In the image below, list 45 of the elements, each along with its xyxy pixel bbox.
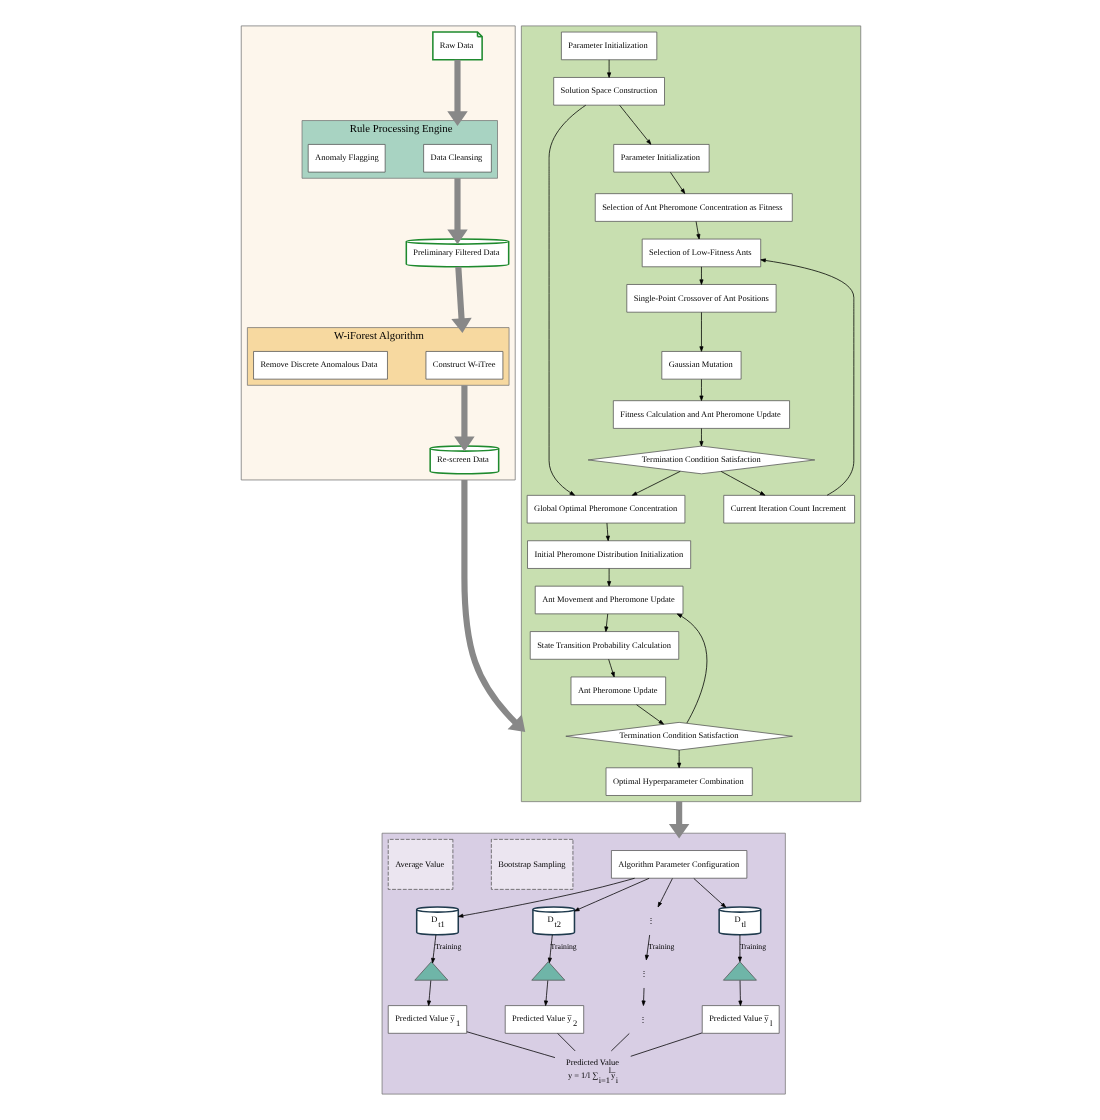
arrow xyxy=(543,980,548,1006)
arrow xyxy=(573,877,649,912)
arrow xyxy=(604,522,609,542)
arrow xyxy=(606,568,611,587)
arrow xyxy=(446,59,467,126)
arrow xyxy=(426,980,431,1006)
arrow xyxy=(460,479,525,732)
arrow xyxy=(450,266,471,333)
arrow xyxy=(643,934,650,961)
cluster xyxy=(380,832,785,1095)
arrow xyxy=(694,221,700,240)
node-tree xyxy=(413,961,448,981)
node-tree xyxy=(530,961,565,981)
arrow xyxy=(675,613,707,724)
arrow xyxy=(736,934,741,962)
arrow xyxy=(618,104,651,145)
arrow xyxy=(698,311,703,352)
cluster xyxy=(239,25,515,481)
connector xyxy=(629,1032,702,1057)
arrow xyxy=(547,104,586,496)
connector xyxy=(465,1031,555,1058)
arrow xyxy=(719,471,765,496)
arrow xyxy=(698,378,703,401)
arrow xyxy=(607,658,614,678)
arrow xyxy=(656,878,672,908)
arrow xyxy=(603,613,608,632)
arrow xyxy=(692,878,726,908)
arrow xyxy=(453,385,474,452)
arrow xyxy=(546,934,552,964)
arrow xyxy=(430,934,436,964)
arrow xyxy=(606,59,611,78)
arrow xyxy=(737,980,742,1006)
arrow xyxy=(698,266,703,285)
node-tree xyxy=(722,961,756,981)
arrow xyxy=(635,704,663,725)
arrow xyxy=(759,258,854,496)
arrow xyxy=(640,987,645,1006)
cluster xyxy=(520,25,861,803)
arrow xyxy=(446,178,467,245)
arrow xyxy=(456,877,634,918)
arrow xyxy=(630,470,680,496)
arrow xyxy=(669,171,685,194)
arrow xyxy=(698,428,703,447)
arrow xyxy=(676,749,681,769)
arrow xyxy=(667,801,689,839)
